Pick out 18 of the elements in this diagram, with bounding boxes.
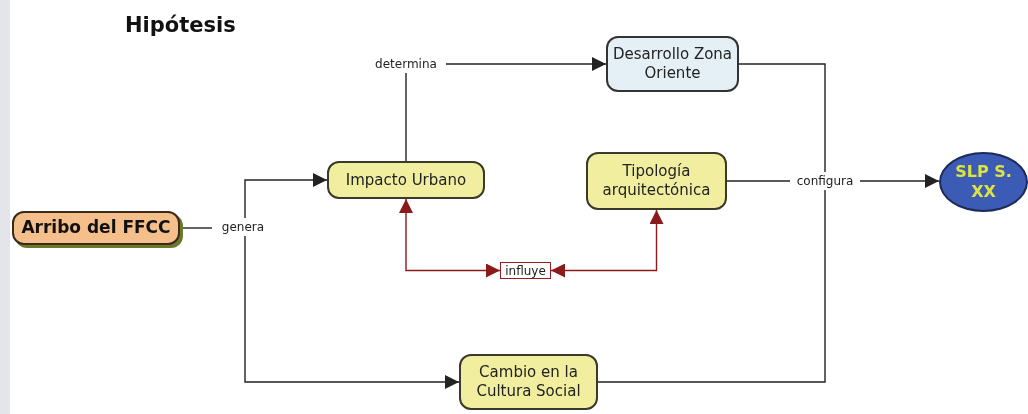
result-ellipse: SLP S. XX: [939, 152, 1028, 212]
arrow: [859, 174, 940, 188]
arrow: [445, 57, 607, 71]
title: Hipótesis: [125, 12, 236, 39]
connector-line: [738, 63, 826, 173]
concept-box: Tipología arquitectónica: [586, 152, 727, 210]
arrow: [244, 235, 460, 389]
arrow: [244, 173, 328, 219]
connector-line: [726, 180, 791, 182]
connector-line: [597, 189, 826, 383]
arrow: [550, 209, 664, 278]
concept-box: Desarrollo Zona Oriente: [606, 36, 739, 92]
concept-box: Cambio en la Cultura Social: [459, 354, 598, 410]
linking-phrase-box: influye: [500, 262, 551, 279]
start-box: Arribo del FFCC: [12, 211, 180, 245]
connector-line: [405, 72, 407, 162]
concept-box: Impacto Urbano: [327, 161, 485, 199]
arrow: [399, 198, 501, 278]
